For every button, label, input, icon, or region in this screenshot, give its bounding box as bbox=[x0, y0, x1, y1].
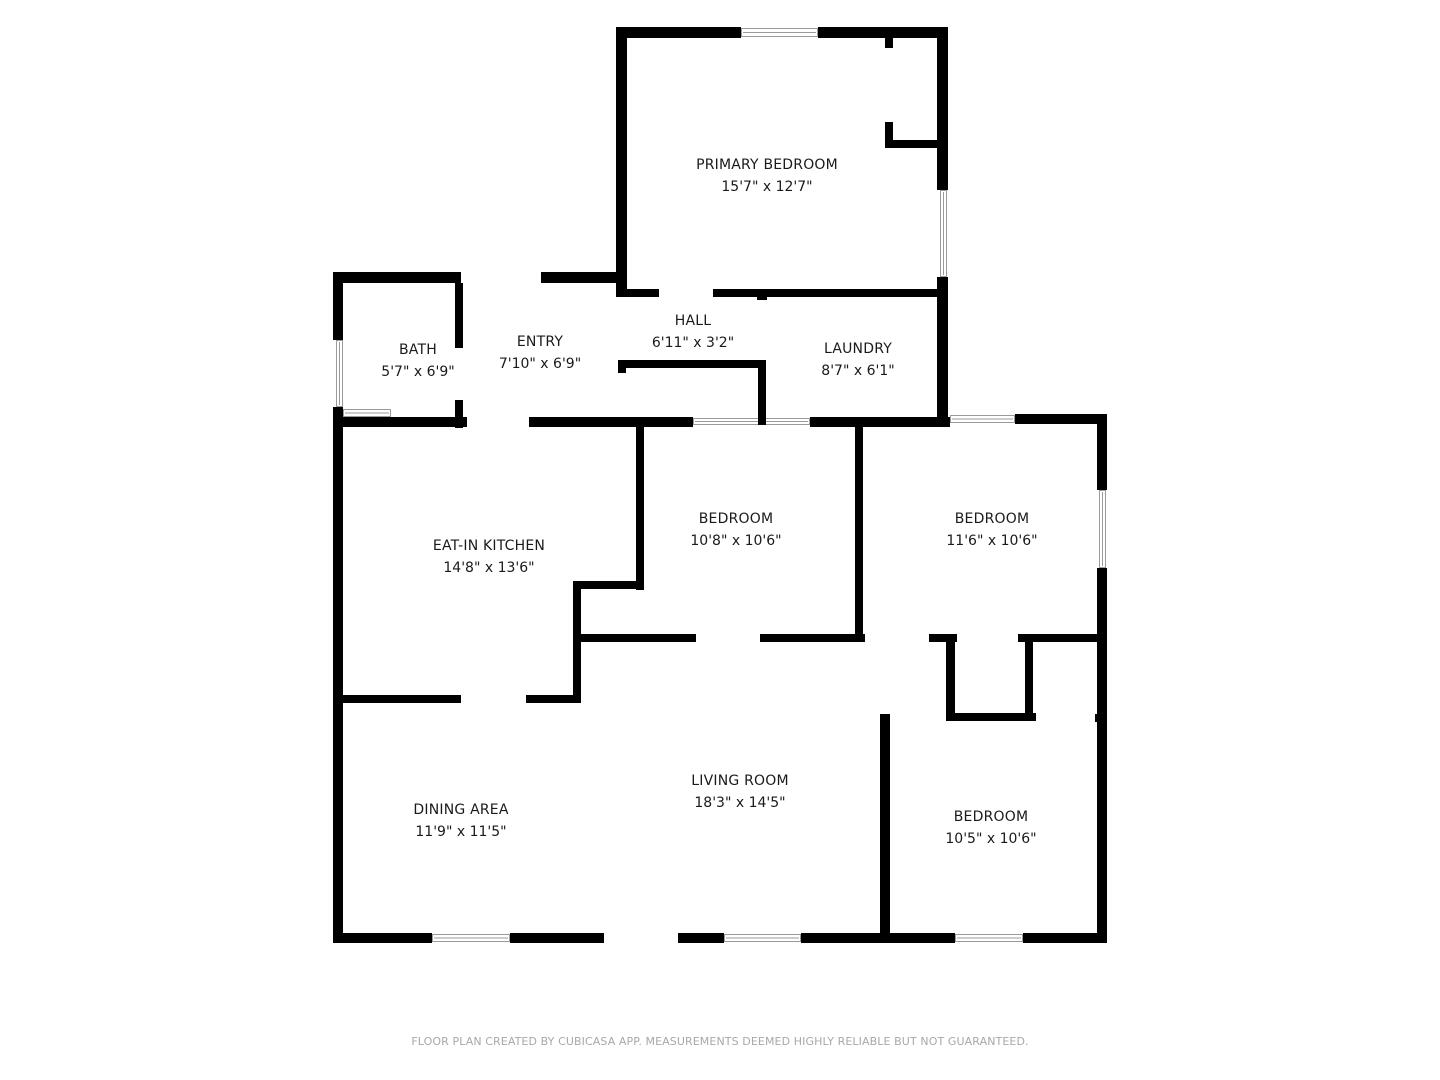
wall-segment bbox=[455, 283, 463, 348]
wall-segment bbox=[333, 272, 461, 283]
wall-segment bbox=[810, 417, 950, 427]
room-hall: HALL 6'11" x 3'2" bbox=[652, 310, 734, 354]
wall-segment bbox=[333, 407, 343, 943]
room-name: BEDROOM bbox=[698, 511, 774, 527]
room-name: ENTRY bbox=[516, 334, 564, 350]
room-name: LIVING ROOM bbox=[691, 773, 789, 789]
wall-segment bbox=[618, 360, 626, 373]
wall-segment bbox=[573, 581, 581, 638]
wall-segment bbox=[801, 933, 955, 943]
wall-segment bbox=[885, 38, 893, 48]
wall-segment bbox=[937, 27, 948, 190]
wall-segment bbox=[1095, 714, 1100, 722]
room-primary-bedroom: PRIMARY BEDROOM 15'7" x 12'7" bbox=[696, 154, 838, 198]
room-bedroom-2: BEDROOM 10'8" x 10'6" bbox=[690, 508, 781, 552]
wall-segment bbox=[621, 289, 659, 297]
room-laundry: LAUNDRY 8'7" x 6'1" bbox=[821, 338, 894, 382]
room-name: BEDROOM bbox=[954, 511, 1030, 527]
room-name: PRIMARY BEDROOM bbox=[696, 157, 838, 173]
wall-segment bbox=[578, 634, 696, 642]
wall-segment bbox=[855, 424, 863, 640]
wall-segment bbox=[1097, 568, 1107, 943]
wall-segment bbox=[937, 297, 948, 420]
wall-segment bbox=[1025, 634, 1033, 720]
room-living-room: LIVING ROOM 18'3" x 14'5" bbox=[691, 770, 788, 814]
room-entry: ENTRY 7'10" x 6'9" bbox=[499, 331, 581, 375]
room-name: EAT-IN KITCHEN bbox=[432, 538, 546, 554]
wall-segment bbox=[1097, 414, 1107, 490]
room-name: HALL bbox=[674, 313, 712, 329]
room-dimensions: 5'7" x 6'9" bbox=[381, 364, 455, 380]
room-dimensions: 10'8" x 10'6" bbox=[690, 533, 782, 549]
room-name: LAUNDRY bbox=[824, 341, 892, 357]
wall-segment bbox=[573, 581, 642, 589]
wall-segment bbox=[818, 27, 948, 38]
room-bath: BATH 5'7" x 6'9" bbox=[381, 339, 454, 383]
wall-segment bbox=[616, 27, 741, 38]
wall-segment bbox=[1023, 933, 1107, 943]
wall-segment bbox=[616, 27, 627, 297]
wall-segment bbox=[713, 289, 948, 297]
room-eat-in-kitchen: EAT-IN KITCHEN 14'8" x 13'6" bbox=[433, 535, 545, 579]
wall-segment bbox=[885, 140, 940, 148]
wall-segment bbox=[455, 400, 463, 428]
wall-segment bbox=[343, 695, 461, 703]
wall-segment bbox=[529, 417, 693, 427]
wall-segment bbox=[758, 368, 766, 425]
room-bedroom-3: BEDROOM 11'6" x 10'6" bbox=[946, 508, 1037, 552]
room-dimensions: 15'7" x 12'7" bbox=[721, 179, 813, 195]
wall-segment bbox=[1015, 414, 1107, 424]
wall-segment bbox=[333, 272, 343, 340]
wall-segment bbox=[885, 122, 893, 148]
wall-segment bbox=[541, 272, 621, 283]
room-dimensions: 11'9" x 11'5" bbox=[415, 824, 507, 840]
wall-segment bbox=[929, 634, 957, 642]
room-dimensions: 18'3" x 14'5" bbox=[694, 795, 786, 811]
room-dimensions: 7'10" x 6'9" bbox=[498, 356, 582, 372]
wall-segment bbox=[760, 634, 865, 642]
wall-segment bbox=[946, 713, 1036, 721]
room-dimensions: 8'7" x 6'1" bbox=[821, 363, 895, 379]
wall-segment bbox=[510, 933, 604, 943]
room-dimensions: 6'11" x 3'2" bbox=[651, 335, 735, 351]
wall-segment bbox=[573, 638, 581, 703]
room-dining-area: DINING AREA 11'9" x 11'5" bbox=[413, 799, 508, 843]
room-name: DINING AREA bbox=[413, 802, 509, 818]
wall-segment bbox=[678, 933, 724, 943]
wall-segment bbox=[618, 360, 766, 368]
wall-segment bbox=[333, 933, 432, 943]
wall-segment bbox=[1018, 634, 1100, 642]
wall-segment bbox=[880, 714, 890, 943]
room-dimensions: 11'6" x 10'6" bbox=[946, 533, 1038, 549]
footer-disclaimer: FLOOR PLAN CREATED BY CUBICASA APP. MEAS… bbox=[411, 1035, 1029, 1048]
room-bedroom-4: BEDROOM 10'5" x 10'6" bbox=[945, 806, 1036, 850]
wall-segment bbox=[526, 695, 581, 703]
room-dimensions: 14'8" x 13'6" bbox=[443, 560, 535, 576]
wall-segment bbox=[937, 277, 948, 297]
room-name: BATH bbox=[399, 342, 437, 358]
wall-segment bbox=[333, 417, 467, 427]
wall-segment bbox=[946, 634, 955, 720]
wall-segment bbox=[757, 289, 767, 300]
room-dimensions: 10'5" x 10'6" bbox=[945, 831, 1037, 847]
room-name: BEDROOM bbox=[953, 809, 1029, 825]
walls bbox=[333, 27, 1107, 943]
wall-segment bbox=[636, 424, 644, 590]
